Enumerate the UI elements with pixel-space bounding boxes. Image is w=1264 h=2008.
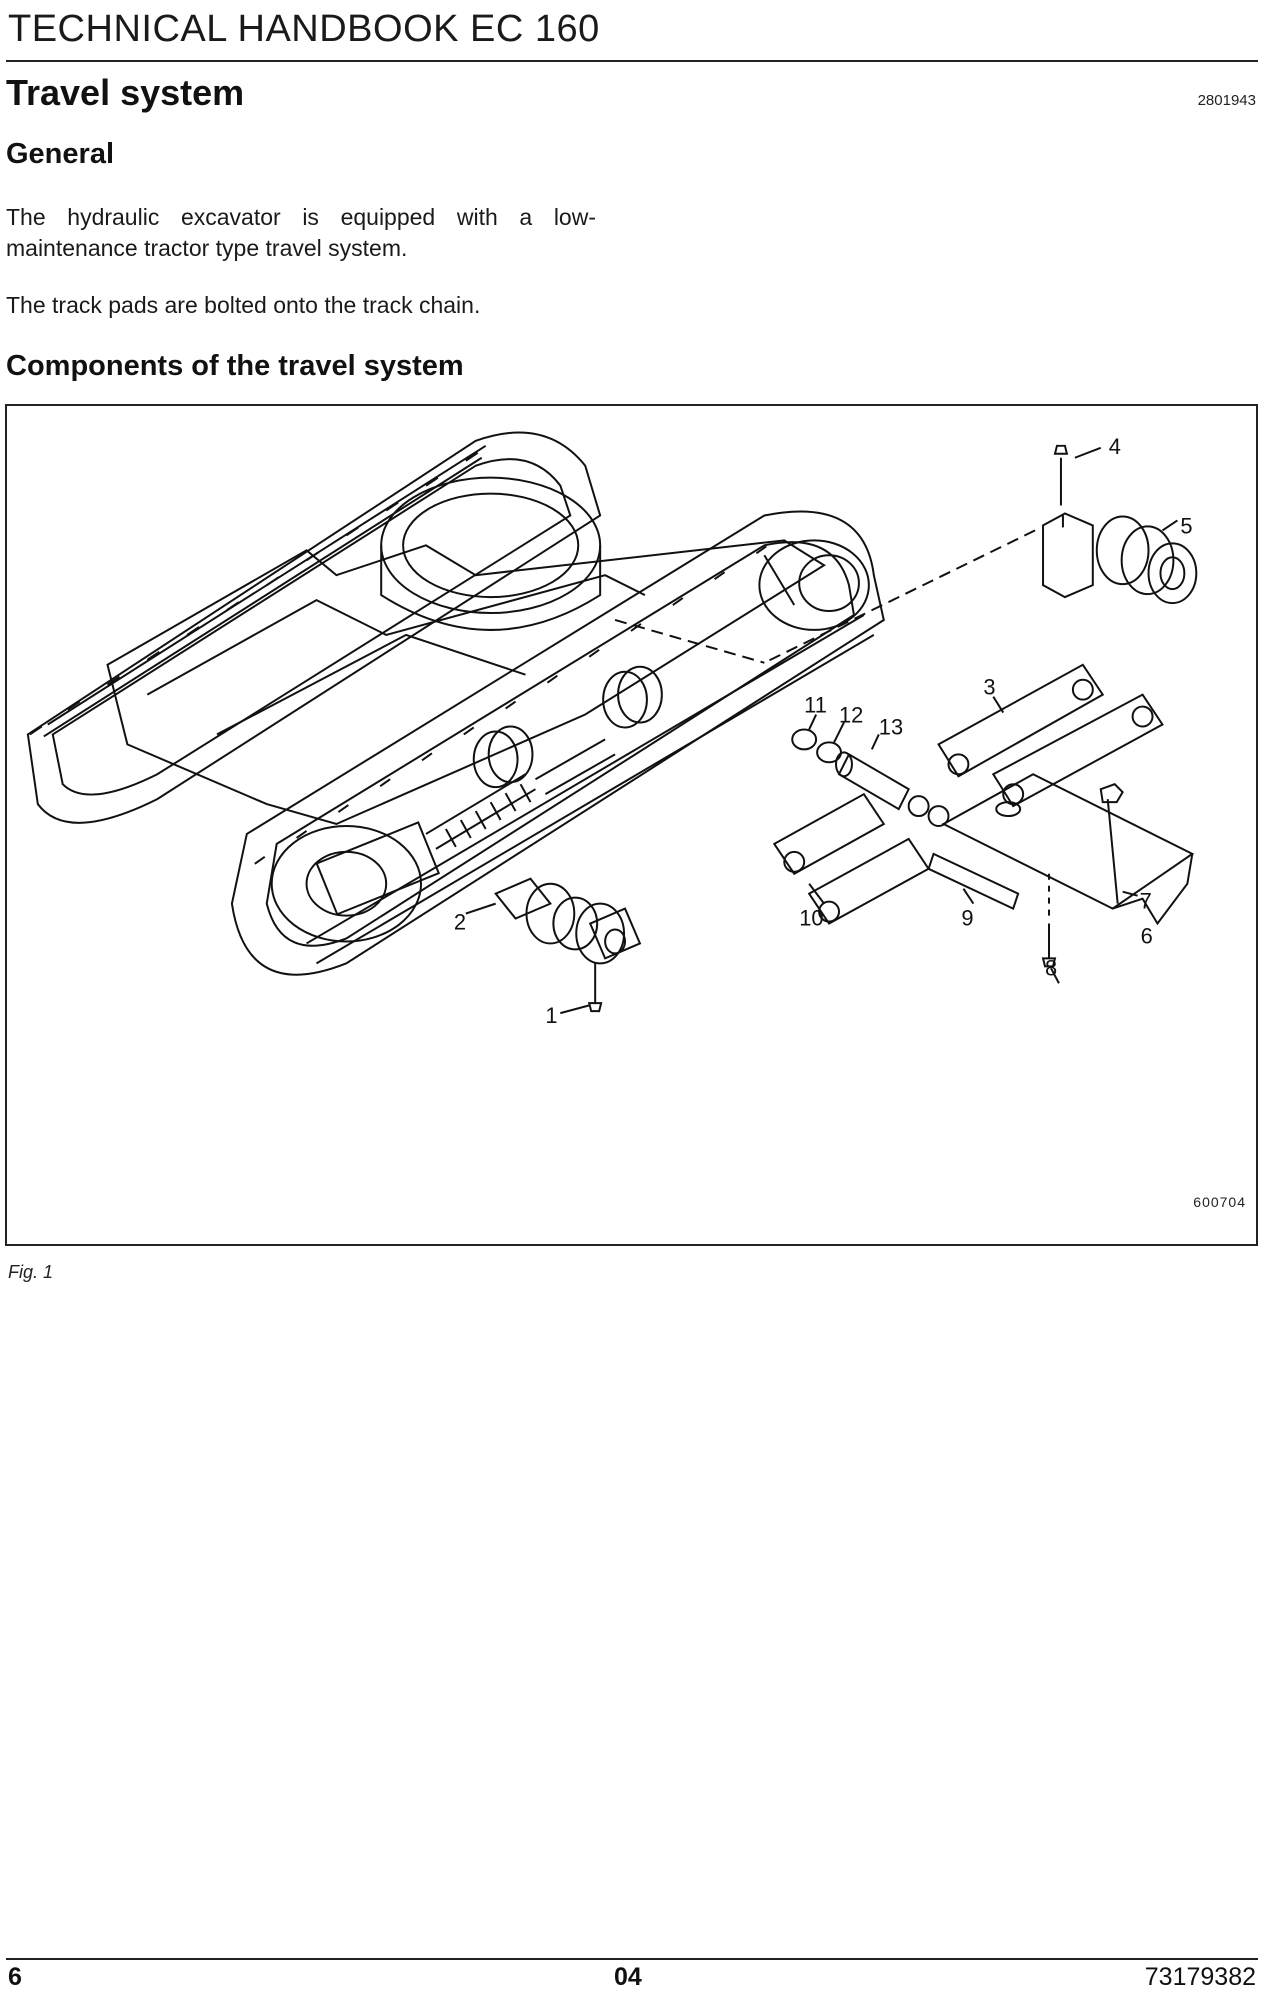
right-track-chain xyxy=(230,510,885,976)
part-4-bolt xyxy=(1053,444,1069,506)
footer-rule xyxy=(6,1958,1258,1960)
callout-8: 8 xyxy=(1045,955,1057,980)
track-tension-spring xyxy=(425,738,616,850)
part-1-bolt xyxy=(587,963,603,1013)
part-8-bolt xyxy=(1041,873,1057,968)
callout-11: 11 xyxy=(804,693,827,718)
callout-2: 2 xyxy=(454,910,466,935)
section-code: 2801943 xyxy=(1197,92,1256,109)
part-7-nut xyxy=(1099,783,1124,804)
part-2-track-roller xyxy=(494,877,642,965)
travel-system-figure: 4 5 3 11 12 13 7 6 8 9 10 2 1 600704 xyxy=(5,404,1258,1246)
callout-9: 9 xyxy=(961,906,973,931)
part-10-chain-link xyxy=(772,792,931,925)
page-number: 6 xyxy=(8,1963,22,1991)
chapter-number: 04 xyxy=(614,1963,642,1991)
callout-5: 5 xyxy=(1180,513,1192,538)
header-rule xyxy=(6,60,1258,62)
callout-labels: 4 5 3 11 12 13 7 6 8 9 10 2 1 xyxy=(454,434,1193,1028)
part-5-carrier-roller xyxy=(1042,512,1198,605)
figure-id: 600704 xyxy=(1193,1194,1246,1210)
callout-13: 13 xyxy=(879,714,903,739)
general-paragraph-2: The track pads are bolted onto the track… xyxy=(6,292,481,318)
part-9-track-pin xyxy=(927,852,1020,910)
callout-12: 12 xyxy=(839,702,863,727)
undercarriage-frame xyxy=(106,539,826,826)
callout-10: 10 xyxy=(799,906,823,931)
left-track-chain xyxy=(26,431,602,824)
part-3-chain-link xyxy=(937,663,1164,808)
document-number: 73179382 xyxy=(1144,1963,1256,1991)
callout-1: 1 xyxy=(545,1003,557,1028)
part-6-track-pad xyxy=(941,773,1195,926)
slewing-ring xyxy=(380,476,602,631)
components-heading: Components of the travel system xyxy=(6,350,464,382)
general-heading: General xyxy=(6,138,114,170)
travel-drive-motor xyxy=(758,539,870,631)
idler-wheel xyxy=(270,821,441,943)
exploded-view-drawing: 4 5 3 11 12 13 7 6 8 9 10 2 1 xyxy=(26,431,1198,1028)
figure-caption: Fig. 1 xyxy=(8,1262,54,1282)
part-12-thrust-ring xyxy=(816,741,842,764)
part-11-seal-ring xyxy=(791,728,818,751)
callout-3: 3 xyxy=(983,675,995,700)
callout-7: 7 xyxy=(1140,889,1152,914)
part-13-bushing xyxy=(835,751,910,811)
callout-6: 6 xyxy=(1141,923,1153,948)
carrier-roller xyxy=(472,665,663,789)
callout-4: 4 xyxy=(1109,434,1121,459)
section-title: Travel system xyxy=(6,72,245,113)
general-paragraph-1: The hydraulic excavator is equipped with… xyxy=(6,204,596,261)
handbook-title: TECHNICAL HANDBOOK EC 160 xyxy=(8,8,600,50)
